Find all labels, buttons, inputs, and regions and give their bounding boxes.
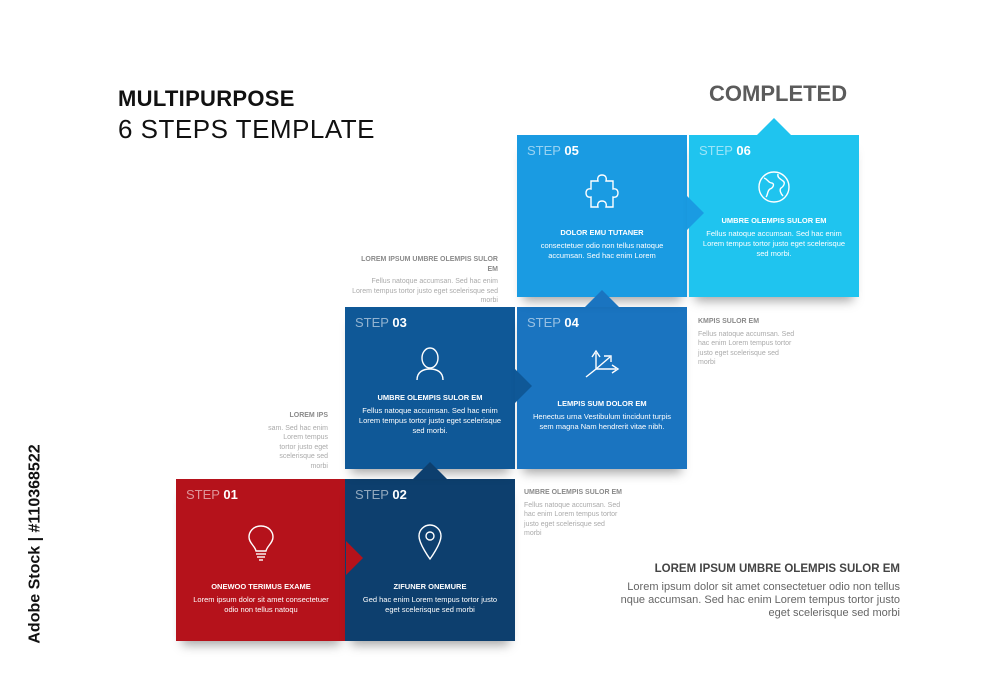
step-heading: LEMPIS SUM DOLOR EM <box>557 399 647 408</box>
lightbulb-icon <box>248 525 274 561</box>
note-lorem-ips: LOREM IPS sam. Sed hac enim Lorem tempus… <box>268 412 328 470</box>
summary-note: LOREM IPSUM UMBRE OLEMPIS SULOR EM Lorem… <box>620 563 900 620</box>
step-label: STEP 04 <box>527 315 579 330</box>
step-heading: ZIFUNER ONEMURE <box>393 582 467 591</box>
completed-label: COMPLETED <box>709 81 848 106</box>
step-text: Fellus natoque accumsan. Sed hac enim Lo… <box>358 406 502 435</box>
globe-icon <box>758 171 790 203</box>
title-line2: 6 STEPS TEMPLATE <box>118 114 376 144</box>
step-box-03: STEP 03 UMBRE OLEMPIS SULOR EM Fellus na… <box>345 307 515 469</box>
side-caption: Adobe Stock | #110368522 <box>26 444 44 644</box>
step-label: STEP 05 <box>527 143 579 158</box>
step-box-06: STEP 06 UMBRE OLEMPIS SULOR EM Fellus na… <box>689 135 859 297</box>
step-label: STEP 01 <box>186 487 238 502</box>
arrow-up-02-03 <box>413 462 447 479</box>
note-umbre-olempis: UMBRE OLEMPIS SULOR EM Fellus natoque ac… <box>524 489 623 537</box>
step-heading: DOLOR EMU TUTANER <box>560 228 644 237</box>
step-text: consectetuer odio non tellus natoque acc… <box>540 241 664 260</box>
arrow-right-05-06 <box>687 196 704 230</box>
arrow-right-01-02 <box>346 541 363 575</box>
arrows-split-icon <box>585 349 620 378</box>
step-heading: UMBRE OLEMPIS SULOR EM <box>377 393 483 402</box>
step-text: Henectus urna Vestibulum tincidunt turpi… <box>533 412 671 431</box>
person-icon <box>416 347 444 381</box>
step-box-05: STEP 05 DOLOR EMU TUTANER consectetuer o… <box>517 135 687 297</box>
step-label: STEP 02 <box>355 487 407 502</box>
step-box-02: STEP 02 ZIFUNER ONEMURE Ged hac enim Lor… <box>345 479 515 641</box>
summary-heading: LOREM IPSUM UMBRE OLEMPIS SULOR EM <box>654 563 900 575</box>
step-box-04: STEP 04 LEMPIS SUM DOLOR EM Henectus urn… <box>517 307 687 469</box>
step-label: STEP 03 <box>355 315 407 330</box>
title-line1: MULTIPURPOSE <box>118 86 295 111</box>
step-heading: UMBRE OLEMPIS SULOR EM <box>721 216 827 225</box>
arrow-up-06-completed <box>757 118 791 135</box>
note-kmpis-sulor: KMPIS SULOR EM Fellus natoque accumsan. … <box>698 318 795 366</box>
step-box-01: STEP 01 ONEWOO TERIMUS EXAME Lorem ipsum… <box>176 479 346 641</box>
step-label: STEP 06 <box>699 143 751 158</box>
summary-text: Lorem ipsum dolor sit amet consectetuer … <box>620 581 900 619</box>
note-lorem-ipsum-umbre: LOREM IPSUM UMBRE OLEMPIS SULOR EM Fellu… <box>352 256 498 304</box>
step-heading: ONEWOO TERIMUS EXAME <box>211 582 311 591</box>
puzzle-icon <box>585 174 619 208</box>
step-text: Fellus natoque accumsan. Sed hac enim Lo… <box>702 229 846 258</box>
arrow-right-03-04 <box>515 369 532 403</box>
step-text: Ged hac enim Lorem tempus tortor justo e… <box>362 595 498 614</box>
step-text: Lorem ipsum dolor sit amet consectetuer … <box>193 595 329 614</box>
arrow-up-04-05 <box>585 290 619 307</box>
map-pin-icon <box>418 524 442 561</box>
